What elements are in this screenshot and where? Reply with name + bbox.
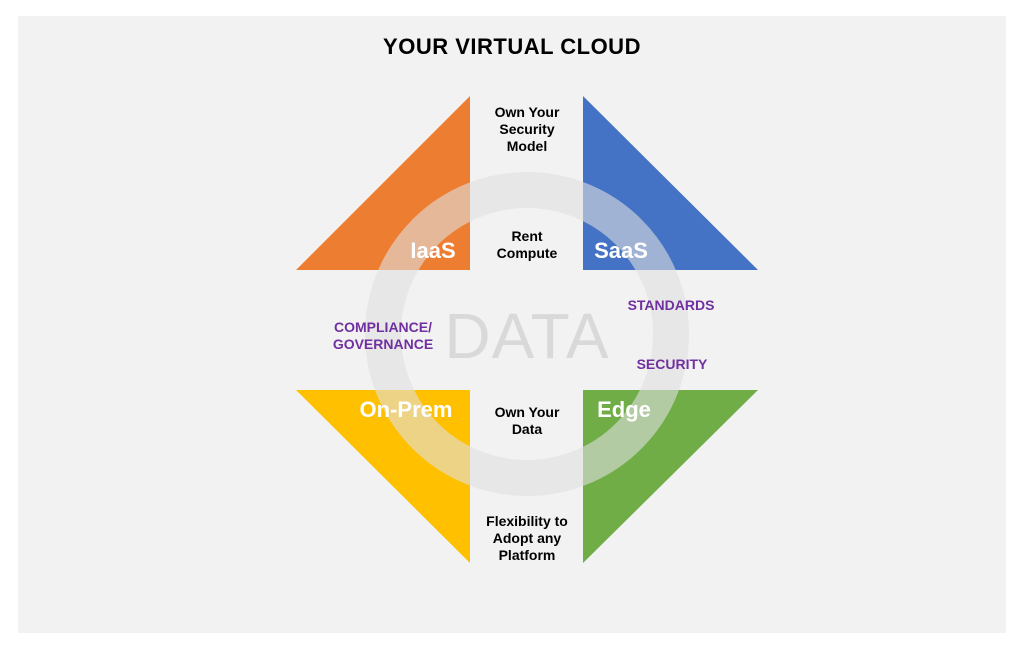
- own-your-data-label: Own Your Data: [494, 404, 560, 437]
- compliance-governance-label: COMPLIANCE/ GOVERNANCE: [332, 319, 434, 352]
- rent-compute-label: Rent Compute: [496, 228, 558, 261]
- page-title: YOUR VIRTUAL CLOUD: [383, 34, 641, 59]
- saas-label: SaaS: [594, 238, 648, 263]
- data-center-label: DATA: [444, 300, 610, 372]
- security-label: SECURITY: [636, 356, 708, 372]
- slide-background: [18, 16, 1006, 633]
- standards-label: STANDARDS: [627, 297, 715, 313]
- edge-label: Edge: [597, 397, 651, 422]
- onprem-label: On-Prem: [359, 397, 453, 422]
- data-ring: [365, 172, 689, 496]
- own-security-model-label: Own Your Security Model: [494, 104, 560, 154]
- iaas-label: IaaS: [410, 238, 456, 263]
- flexibility-label: Flexibility to Adopt any Platform: [486, 513, 568, 563]
